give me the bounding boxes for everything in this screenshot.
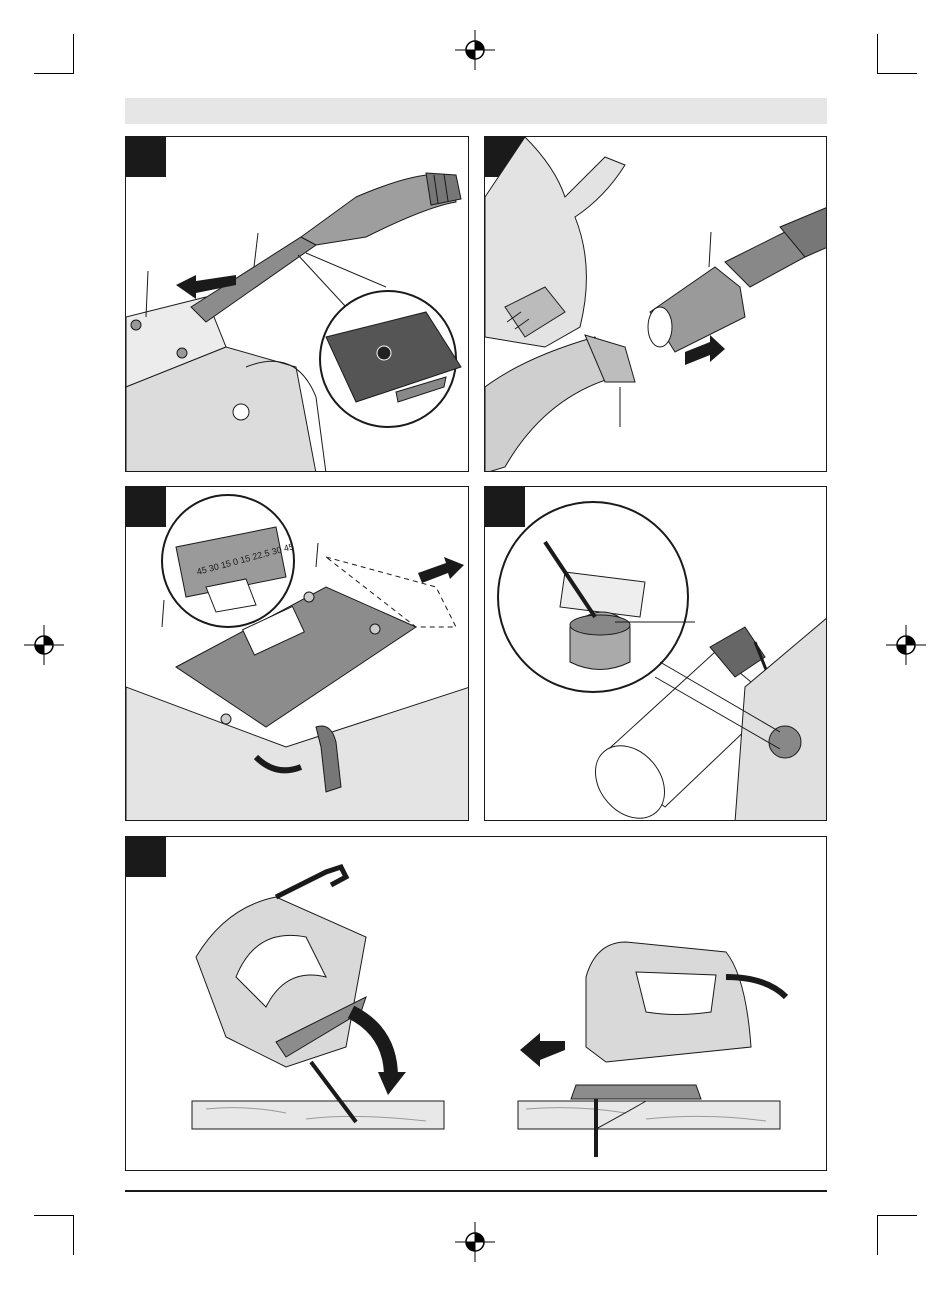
footer-rule (125, 1190, 827, 1192)
plunge-cut-illustration (126, 837, 827, 1171)
figure-panel-dust-adapter (125, 136, 469, 472)
registration-mark-right (886, 625, 926, 665)
bevel-base-illustration: 45 30 15 0 15 22.5 30 45 (126, 487, 469, 821)
crop-mark (73, 1215, 74, 1255)
crop-mark (877, 73, 917, 74)
vacuum-hose-illustration (485, 137, 827, 472)
crop-mark (877, 34, 878, 74)
registration-mark-top (455, 30, 495, 70)
figure-panel-plunge-cut (125, 836, 827, 1171)
figure-panel-bevel-base: 45 30 15 0 15 22.5 30 45 (125, 486, 469, 821)
figure-panel-roller-lubrication (484, 486, 827, 821)
crop-mark (877, 1215, 917, 1216)
jigsaw-tilted (196, 867, 406, 1122)
registration-mark-bottom (455, 1222, 495, 1262)
page-header-bar (125, 98, 827, 124)
roller-lubrication-illustration (485, 487, 827, 821)
figure-panel-vacuum-hose (484, 136, 827, 472)
registration-mark-left (24, 625, 64, 665)
crop-mark (34, 73, 74, 74)
dust-adapter-illustration (126, 137, 469, 472)
crop-mark (73, 34, 74, 74)
crop-mark (34, 1215, 74, 1216)
crop-mark (877, 1215, 878, 1255)
